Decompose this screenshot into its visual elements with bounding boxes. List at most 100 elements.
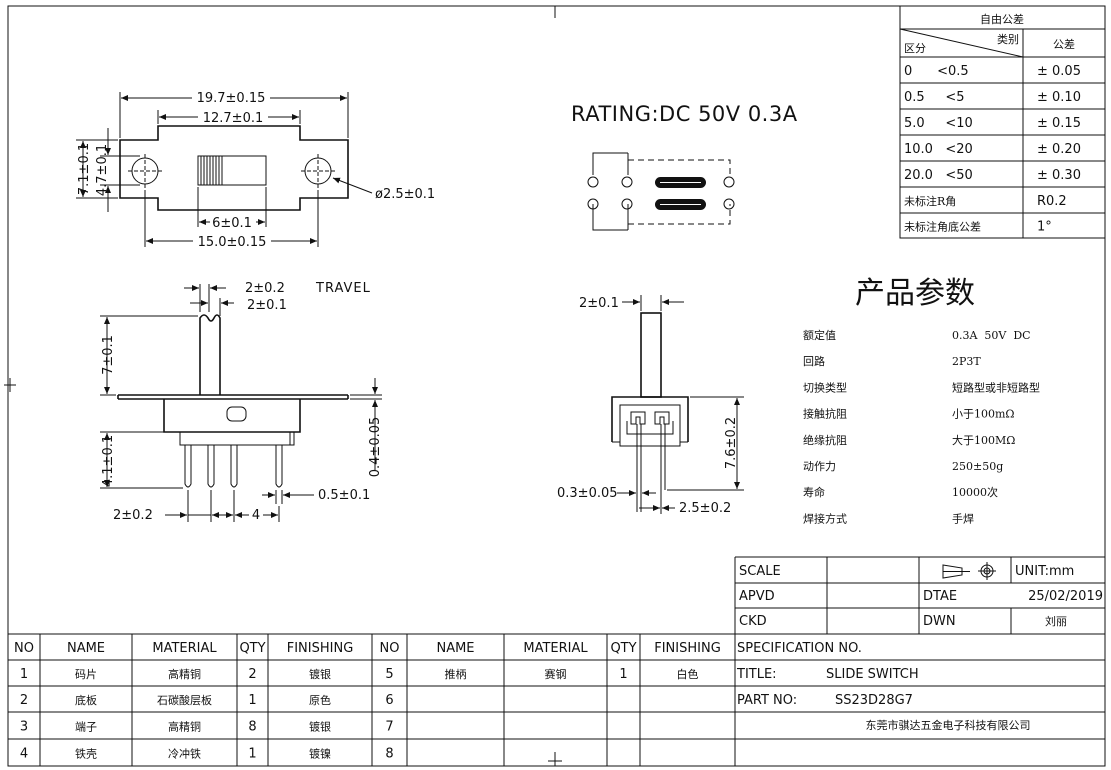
bom-cell: 3 [20, 720, 28, 735]
bom-header: FINISHING [654, 641, 721, 656]
param-label: 回路 [803, 355, 825, 368]
label-apvd: APVD [739, 589, 775, 604]
company-name: 东莞市骐达五金电子科技有限公司 [866, 718, 1031, 732]
label-ckd: CKD [739, 614, 767, 629]
param-label: 额定值 [803, 328, 836, 342]
tolerance-value: ± 0.30 [1037, 168, 1081, 183]
center-mark-left [4, 378, 16, 392]
contact-terminal [723, 198, 735, 210]
dim-label-4-1: 4.1±0.1 [101, 435, 116, 487]
bom-cell: 5 [385, 667, 393, 682]
bom-cell: 镀银 [309, 720, 331, 734]
bom-header: FINISHING [287, 641, 354, 656]
param-label: 接触抗阻 [803, 407, 847, 421]
dim-label-travel-a: 2±0.2 [245, 281, 285, 296]
tolerance-range: 未标注角底公差 [904, 220, 981, 234]
param-label: 焊接方式 [803, 511, 847, 525]
tolerance-header-range: 区分 [904, 42, 926, 55]
dim-label-travel-word: TRAVEL [315, 281, 371, 296]
label-spec: SPECIFICATION NO. [737, 641, 862, 656]
param-label: 绝缘抗阻 [803, 433, 847, 447]
bom-cell: 白色 [677, 667, 699, 681]
shell-end [611, 396, 689, 442]
label-title: TITLE: [736, 667, 777, 682]
dim-label-0-3: 0.3±0.05 [557, 486, 618, 501]
bom-cell: 镀镍 [309, 747, 331, 761]
bom-cell: 1 [248, 693, 256, 708]
contact-terminal [621, 198, 633, 210]
bom-cell: 7 [385, 720, 393, 735]
dim-label-6: 6±0.1 [212, 216, 252, 231]
label-unit: UNIT:mm [1015, 564, 1074, 579]
center-mark-bottom [548, 752, 562, 766]
dim-label-4-7: 4.7±0.1 [95, 144, 110, 196]
param-value: 250±50g [952, 460, 1003, 473]
tolerance-table: 自由公差 类别 区分 公差 0 <0.5± 0.050.5 <5± 0.105.… [899, 5, 1106, 239]
param-value: 2P3T [952, 355, 981, 368]
tolerance-range: 10.0 <20 [904, 142, 973, 157]
bom-cell: 2 [20, 693, 28, 708]
side-view: 2±0.2 TRAVEL 2±0.1 7±0.1 4.1±0.1 0.4±0.0… [100, 281, 383, 523]
dim-label-travel-b: 2±0.1 [247, 298, 287, 313]
bom-cell: 原色 [309, 693, 331, 707]
param-value: 10000次 [952, 485, 998, 499]
drawing-frame [7, 5, 1106, 767]
param-label: 动作力 [803, 460, 836, 473]
tolerance-value: ± 0.20 [1037, 142, 1081, 157]
dim-label-end-knob: 2±0.1 [579, 296, 619, 311]
bom-cell: 码片 [75, 668, 97, 681]
dim-label-12-7: 12.7±0.1 [203, 111, 264, 126]
bom-header: QTY [239, 641, 265, 656]
leader-hole [332, 177, 373, 194]
value-drawer: 刘丽 [1045, 615, 1067, 628]
bom-cell: 镀银 [309, 667, 331, 681]
value-title: SLIDE SWITCH [826, 667, 919, 682]
label-dwn: DWN [923, 614, 956, 629]
bom-header: MATERIAL [152, 641, 217, 656]
param-label: 寿命 [803, 485, 825, 499]
dim-label-0-4: 0.4±0.05 [368, 417, 383, 478]
tolerance-range: 0 <0.5 [904, 64, 969, 79]
slide-knob-end [640, 312, 662, 398]
tolerance-range: 5.0 <10 [904, 116, 973, 131]
bom-header: NAME [67, 641, 105, 656]
contact-terminal [587, 198, 599, 210]
param-value: 大于100MΩ [952, 433, 1015, 447]
dim-label-2-5: 2.5±0.2 [679, 501, 731, 516]
bom-header: NO [380, 641, 400, 656]
projection-symbol [942, 562, 996, 580]
bom-header: MATERIAL [523, 641, 588, 656]
dim-label-7-1: 7.1±0.1 [77, 143, 92, 195]
param-label: 切换类型 [803, 380, 847, 394]
tolerance-value: 1° [1037, 220, 1052, 235]
bom-cell: 2 [248, 667, 256, 682]
tolerance-range: 未标注R角 [904, 194, 956, 208]
tolerance-value: ± 0.05 [1037, 64, 1081, 79]
tolerance-range: 20.0 <50 [904, 168, 973, 183]
tolerance-header-type: 类别 [997, 32, 1019, 46]
bom-cell: 赛钢 [545, 667, 567, 681]
contact-terminal [723, 176, 735, 188]
bom-cell: 1 [20, 667, 28, 682]
contact-terminal [621, 176, 633, 188]
switch-body-side [163, 399, 301, 433]
terminal-pins [184, 445, 283, 488]
top-view: 19.7±0.15 12.7±0.1 7.1±0.1 4.7±0.1 ø2.5±… [76, 90, 435, 250]
params-title: 产品参数 [855, 276, 975, 311]
slide-knob-top [197, 155, 267, 186]
bom-cell: 推柄 [445, 667, 467, 681]
bom-cell: 端子 [75, 721, 97, 734]
dim-label-19-7: 19.7±0.15 [197, 91, 266, 106]
end-view: 2±0.1 7.6±0.2 0.3±0.05 2.5±0.2 [557, 295, 744, 516]
dim-label-2-2: 2±0.2 [113, 508, 153, 523]
contact-terminal [587, 176, 599, 188]
contact-schematic [587, 152, 735, 231]
bom-cell: 8 [385, 747, 393, 762]
tolerance-value: R0.2 [1037, 194, 1067, 209]
dim-label-hole: ø2.5±0.1 [375, 187, 435, 202]
slide-knob-side [199, 314, 221, 395]
tolerance-header-tol: 公差 [1053, 37, 1075, 51]
dim-label-4: 4 [252, 508, 260, 523]
